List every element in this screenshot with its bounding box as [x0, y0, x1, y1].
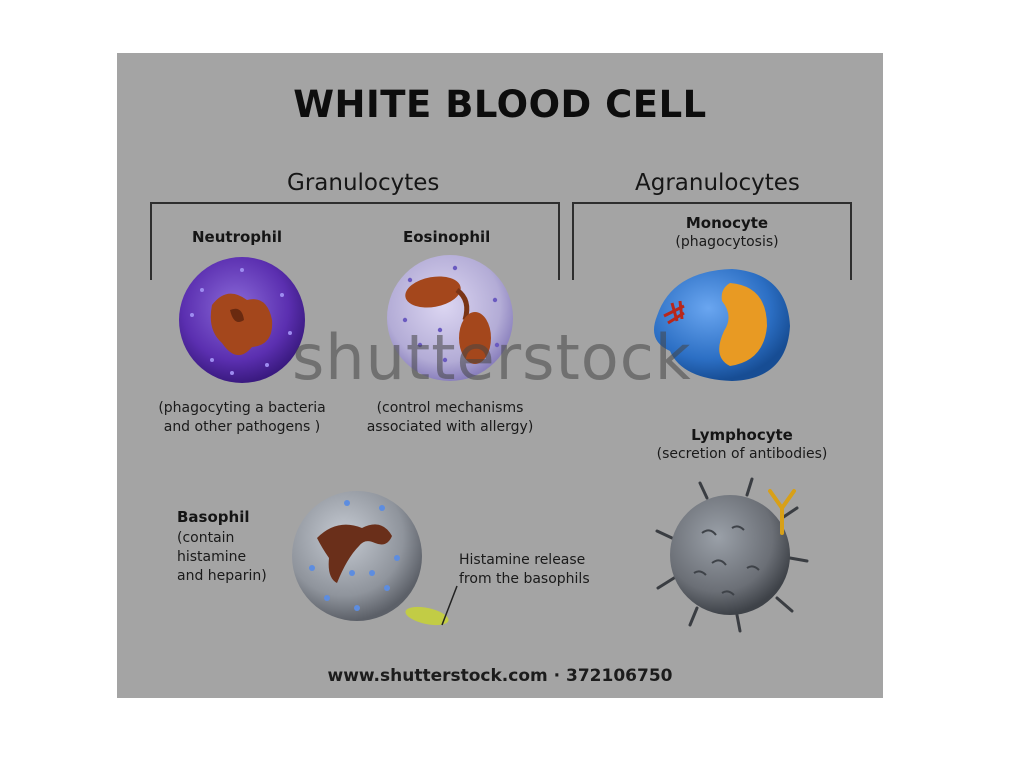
basophil-desc-line-1: (contain	[177, 530, 235, 546]
eosinophil-desc-line-1: (control mechanisms	[376, 400, 524, 416]
lymphocyte-description: (secretion of antibodies)	[656, 446, 828, 462]
lymphocyte-cell-icon	[655, 477, 809, 633]
monocyte-cell-icon	[653, 269, 790, 381]
histamine-line-2: from the basophils	[459, 571, 590, 587]
basophil-label: Basophil	[177, 508, 250, 526]
antibody-icon	[768, 489, 796, 535]
neutrophil-desc-line-2: and other pathogens )	[163, 419, 321, 435]
basophil-description: (contain histamine and heparin)	[177, 529, 267, 586]
footer-credit: www.shutterstock.com · 372106750	[327, 666, 673, 686]
neutrophil-description: (phagocyting a bacteria and other pathog…	[147, 399, 337, 437]
histamine-release-label: Histamine release from the basophils	[459, 551, 590, 589]
diagram-panel: WHITE BLOOD CELL Granulocytes Agranulocy…	[117, 53, 883, 698]
monocyte-label: Monocyte	[685, 214, 769, 232]
agranulocytes-heading: Agranulocytes	[635, 170, 800, 196]
basophil-desc-line-3: and heparin)	[177, 568, 267, 584]
eosinophil-cell-icon	[387, 255, 513, 381]
neutrophil-cell-icon	[179, 257, 305, 383]
basophil-cell-icon	[292, 491, 449, 626]
histamine-pointer-line	[441, 585, 458, 626]
histamine-line-1: Histamine release	[459, 552, 586, 568]
watermark: shutterstock	[292, 321, 692, 394]
eosinophil-desc-line-2: associated with allergy)	[366, 419, 534, 435]
page-title: WHITE BLOOD CELL	[293, 83, 707, 126]
granulocytes-heading: Granulocytes	[287, 170, 440, 196]
neutrophil-desc-line-1: (phagocyting a bacteria	[158, 400, 326, 416]
lymphocyte-label: Lymphocyte	[691, 426, 793, 444]
eosinophil-label: Eosinophil	[403, 228, 491, 246]
basophil-desc-line-2: histamine	[177, 549, 247, 565]
neutrophil-label: Neutrophil	[192, 228, 282, 246]
granulocytes-bracket	[150, 202, 560, 280]
agranulocytes-bracket	[572, 202, 852, 280]
monocyte-description: (phagocytosis)	[675, 234, 779, 250]
eosinophil-description: (control mechanisms associated with alle…	[355, 399, 545, 437]
